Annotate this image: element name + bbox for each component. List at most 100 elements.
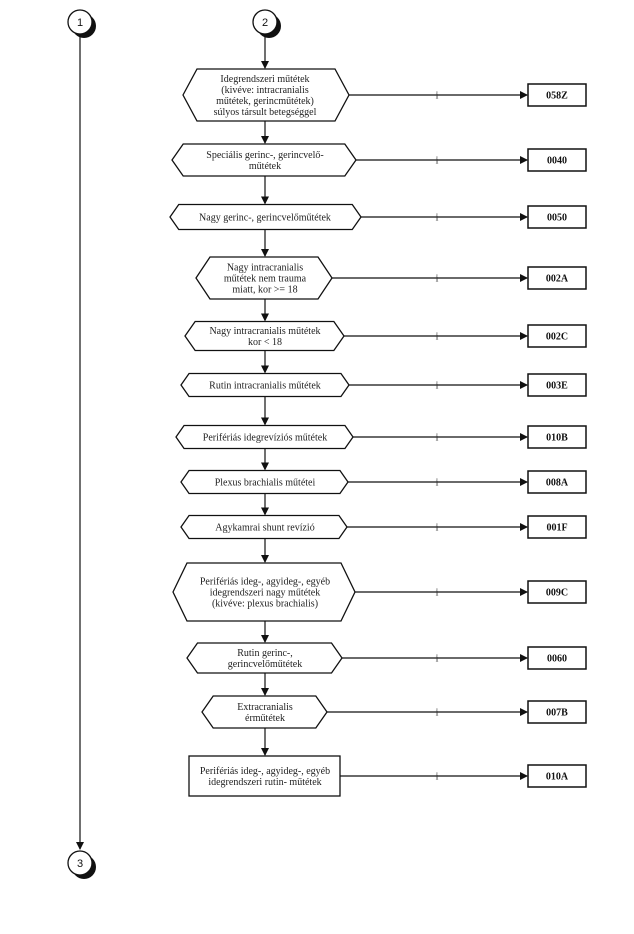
step-text-line: Perifériás ideg-, agyideg-, egyéb (200, 577, 330, 588)
code-label: 0050 (547, 213, 567, 224)
step-text-line: kor < 18 (248, 337, 282, 348)
branch-label: i (436, 708, 439, 719)
step-text-line: (kivéve: plexus brachialis) (212, 599, 318, 610)
code-box (527, 646, 587, 670)
connector-1: 1 (67, 9, 96, 38)
connector-3: 3 (67, 850, 96, 879)
decision-hexagon (175, 424, 354, 450)
code-box (527, 324, 587, 348)
decision-hexagon (182, 68, 350, 122)
code-label: 008A (546, 478, 569, 489)
code-label: 002C (546, 332, 568, 343)
step-text-line: Nagy intracranialis (227, 263, 303, 274)
step-0040: i Speciális gerinc-, gerincvelő-műtétek 00… (171, 143, 587, 177)
connector-label: 3 (77, 858, 83, 870)
step-text-line: Idegrendszeri műtétek (220, 74, 309, 85)
step-text-line: Perifériás idegrevíziós műtétek (203, 433, 327, 444)
step-text-line: idegrendszeri nagy műtétek (210, 588, 321, 599)
code-label: 001F (546, 523, 567, 534)
code-box (527, 515, 587, 539)
code-label: 0040 (547, 156, 567, 167)
branch-label: i (436, 772, 439, 783)
branch-label: i (436, 654, 439, 665)
code-box (527, 148, 587, 172)
decision-hexagon (180, 469, 349, 495)
decision-hexagon (184, 320, 345, 352)
step-text-line: Nagy intracranialis műtétek (209, 326, 320, 337)
code-box (527, 700, 587, 724)
connectors-layer: 1 2 3 (67, 9, 281, 879)
branch-label: i (436, 433, 439, 444)
step-058Z: i Idegrendszeri műtétek(kivéve: intracran… (182, 68, 587, 122)
step-text-line: műtétek, gerincműtétek) (216, 96, 314, 107)
decision-hexagon (172, 562, 356, 622)
branch-label: i (436, 274, 439, 285)
decision-hexagon (180, 514, 348, 540)
step-text-line: Speciális gerinc-, gerincvelő- (206, 150, 323, 161)
code-box (527, 266, 587, 290)
step-text-line: idegrendszeri rutin- műtétek (208, 777, 321, 788)
code-label: 009C (546, 588, 568, 599)
decision-hexagon (180, 372, 350, 398)
code-box (527, 205, 587, 229)
step-008A: i Plexus brachialis műtétei 008A (180, 469, 587, 495)
branch-label: i (436, 332, 439, 343)
code-box (527, 764, 587, 788)
step-text-line: súlyos társult betegséggel (214, 107, 317, 118)
step-0050: i Nagy gerinc-, gerincvelőműtétek 0050 (169, 203, 587, 231)
connector-2: 2 (252, 9, 281, 38)
process-box (188, 755, 341, 797)
branch-label: i (436, 478, 439, 489)
branch-label: i (436, 381, 439, 392)
code-label: 002A (546, 274, 569, 285)
branch-label: i (436, 156, 439, 167)
step-009C: i Perifériás ideg-, agyideg-, egyébidegre… (172, 562, 587, 622)
step-001F: i Agykamrai shunt revízió 001F (180, 514, 587, 540)
code-box (527, 425, 587, 449)
step-text-line: (kivéve: intracranialis (221, 85, 309, 96)
code-label: 058Z (546, 91, 568, 102)
code-box (527, 470, 587, 494)
step-003E: i Rutin intracranialis műtétek 003E (180, 372, 587, 398)
step-text-line: műtétek (249, 161, 281, 172)
step-text-line: Nagy gerinc-, gerincvelőműtétek (199, 213, 331, 224)
step-text-line: Rutin gerinc-, (237, 648, 293, 659)
branch-label: i (436, 588, 439, 599)
step-text-line: érműtétek (245, 713, 285, 724)
step-text-line: Plexus brachialis műtétei (215, 478, 316, 489)
decision-hexagon (201, 695, 328, 729)
step-text-line: műtétek nem trauma (224, 274, 307, 285)
step-text-line: miatt, kor >= 18 (232, 285, 297, 296)
connector-circle (67, 850, 93, 876)
code-label: 010A (546, 772, 569, 783)
code-label: 003E (546, 381, 568, 392)
step-0060: i Rutin gerinc-,gerincvelőműtétek 0060 (186, 642, 587, 674)
branch-label: i (436, 213, 439, 224)
connector-label: 1 (77, 17, 83, 29)
code-box (527, 373, 587, 397)
connector-label: 2 (262, 17, 268, 29)
nodes-layer: i Idegrendszeri műtétek(kivéve: intracran… (169, 68, 587, 797)
decision-hexagon (186, 642, 343, 674)
step-text-line: Perifériás ideg-, agyideg-, egyéb (200, 766, 330, 777)
code-box (527, 580, 587, 604)
code-label: 007B (546, 708, 568, 719)
branch-label: i (436, 523, 439, 534)
step-text-line: Rutin intracranialis műtétek (209, 381, 321, 392)
decision-hexagon (169, 203, 362, 231)
decision-hexagon (195, 256, 333, 300)
step-010A: i Perifériás ideg-, agyideg-, egyébidegre… (188, 755, 587, 797)
step-text-line: Agykamrai shunt revízió (215, 523, 314, 534)
code-label: 0060 (547, 654, 567, 665)
step-text-line: Extracranialis (237, 702, 293, 713)
code-box (527, 83, 587, 107)
step-text-line: gerincvelőműtétek (228, 659, 302, 670)
edges-layer (76, 34, 269, 850)
branch-label: i (436, 91, 439, 102)
decision-hexagon (171, 143, 357, 177)
